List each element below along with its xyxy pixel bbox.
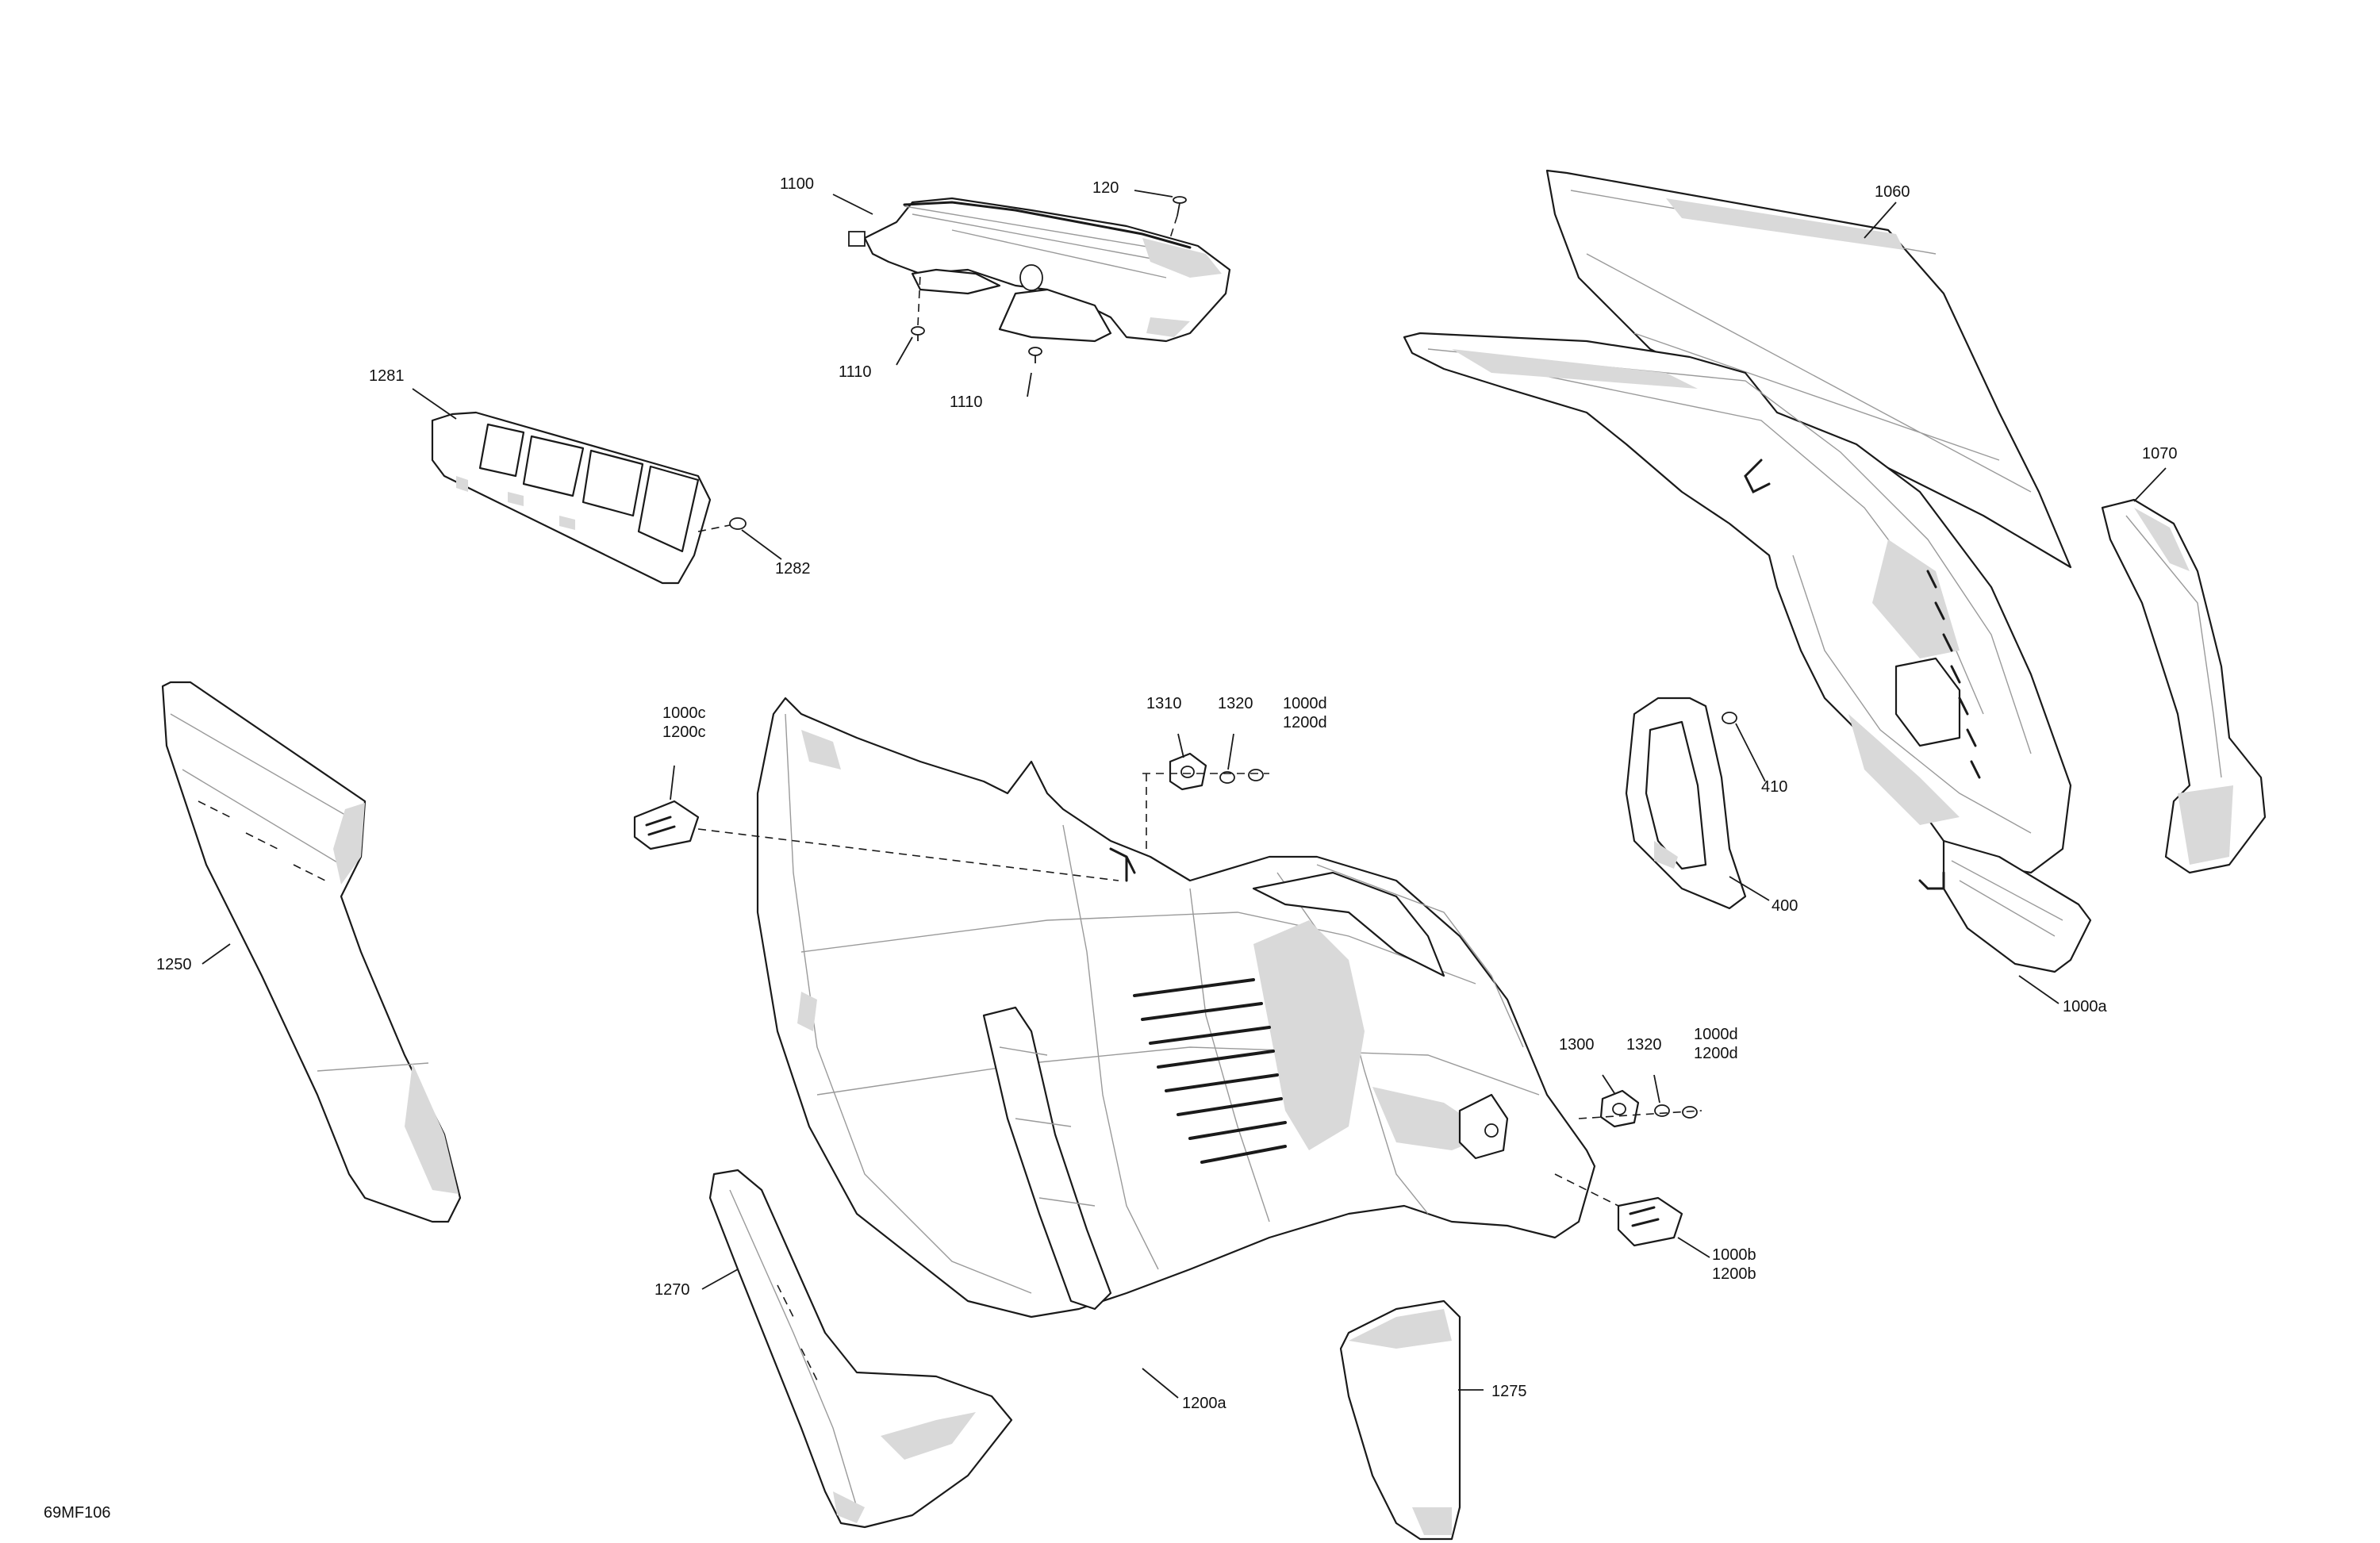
callout-1281: 1281	[369, 367, 405, 385]
part-1060-windshield	[1545, 169, 2072, 569]
callout-120: 120	[1092, 179, 1119, 197]
callout-1320-top: 1320	[1218, 695, 1253, 712]
axis-1000c	[697, 828, 1119, 881]
callout-1310: 1310	[1146, 695, 1182, 712]
part-1250-left-side-panel	[161, 681, 462, 1223]
hardware-1282-screw	[697, 517, 747, 532]
axis-1000b	[1554, 1173, 1619, 1207]
hardware-1110-screw-b	[1028, 347, 1042, 363]
hardware-1310-nut	[1169, 752, 1207, 791]
callout-1282: 1282	[775, 560, 811, 578]
hardware-410-screw	[1722, 712, 1737, 724]
part-1275-lower-center-trim	[1339, 1299, 1461, 1541]
callout-1200a: 1200a	[1182, 1395, 1226, 1412]
part-1200a-main-side-panel	[756, 697, 1596, 1318]
leader-lines	[202, 190, 2167, 1399]
hardware-1000d-screw-bottom	[1682, 1106, 1698, 1119]
hardware-120-screw	[1173, 196, 1187, 217]
part-400-mirror-frame	[1625, 697, 1747, 910]
callout-1110-a: 1110	[839, 363, 872, 381]
callout-400: 400	[1772, 897, 1798, 915]
callout-1270: 1270	[654, 1281, 690, 1299]
callout-1100: 1100	[780, 175, 814, 193]
axis-1300	[1578, 1110, 1702, 1119]
callout-1070: 1070	[2142, 445, 2178, 463]
callout-1275: 1275	[1491, 1383, 1527, 1400]
figure-code: 69MF106	[44, 1504, 111, 1522]
part-1281-vent-grille	[431, 411, 712, 585]
callout-labels: 1100 120 1110 1110 1060 1281 1282 1070 1…	[156, 175, 2178, 1412]
hardware-1320-washer-top	[1219, 771, 1235, 784]
axis-1110-a	[917, 273, 921, 326]
callout-1250: 1250	[156, 956, 192, 973]
axis-120	[1169, 215, 1178, 239]
hardware-1000d-screw-top	[1248, 769, 1264, 781]
callout-410: 410	[1761, 778, 1787, 796]
callout-1000a: 1000a	[2063, 998, 2107, 1015]
callout-1320-bottom: 1320	[1626, 1036, 1662, 1054]
part-1270-lower-left-trim	[708, 1169, 1013, 1529]
callout-1300: 1300	[1559, 1036, 1595, 1054]
callout-1060: 1060	[1875, 183, 1910, 201]
hardware-1300-nut	[1599, 1089, 1640, 1128]
callout-1110-b: 1110	[950, 393, 983, 411]
hardware-1320-washer-bottom	[1654, 1104, 1670, 1117]
part-1070-right-trim	[2101, 498, 2267, 874]
part-1000b-clip	[1617, 1196, 1683, 1247]
part-1000c-clip	[633, 800, 700, 850]
part-1000a-front-fairing	[1403, 332, 2092, 973]
part-1100-bracket	[848, 197, 1231, 343]
hardware-1110-screw-a	[911, 326, 925, 341]
